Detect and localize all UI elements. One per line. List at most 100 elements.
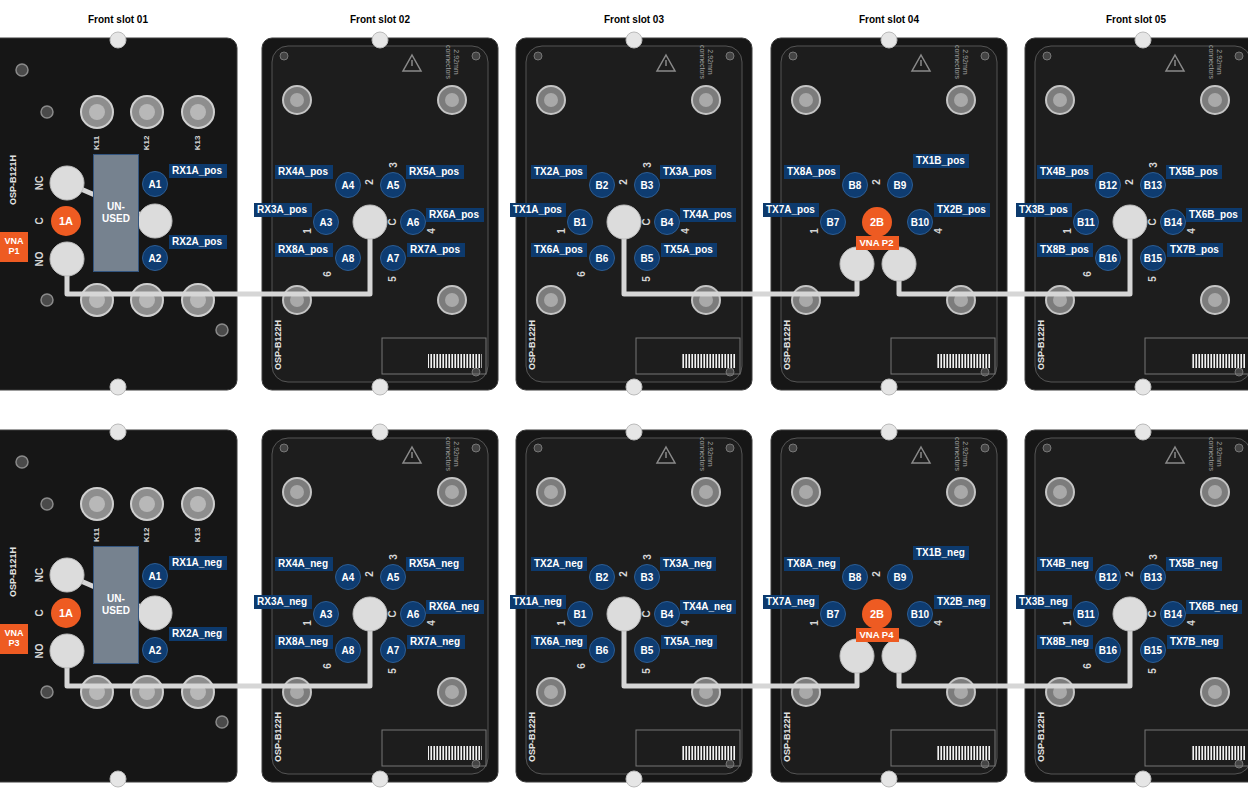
signal-label: TX4A_neg [680,600,736,614]
node-text: 1A [59,607,73,619]
port-circle: B7 [820,209,846,235]
vna-port-circle: 2B [862,207,892,237]
relay-cap [81,96,113,128]
fixing-screw-head [799,93,813,107]
connector-port [138,596,172,630]
node-text: B4 [661,609,674,620]
fixing-screw [1046,678,1074,706]
warning-triangle [657,447,675,463]
unused-block: UN-USED [93,546,139,664]
panel-marking: 3 [389,162,399,168]
warning-triangle [403,55,421,71]
small-screw [981,444,989,452]
panel-marking: 5 [642,668,652,674]
relay-marking: K13 [194,528,202,543]
fixing-screw [947,678,975,706]
signal-label: TX8A_pos [784,165,840,179]
barcode [428,746,482,760]
connector-port [882,639,916,673]
signal-label: TX5B_neg [1166,557,1222,571]
port-circle: B1 [567,209,593,235]
signal-label: TX4B_pos [1037,165,1093,179]
signal-label: TX2A_neg [531,557,587,571]
warning-triangle [657,55,675,71]
slot-heading: Front slot 01 [88,15,148,25]
warning-mark [920,60,922,66]
port-circle: A5 [380,172,406,198]
fixing-screw [792,678,820,706]
panel-marking: 1 [810,620,820,626]
connector-port [353,597,387,631]
node-text: TX4A_neg [683,601,732,612]
small-screw [726,444,734,452]
panel-marking: C [1148,218,1158,225]
signal-label: RX8A_pos [275,243,333,257]
port-circle: A4 [335,172,361,198]
model-number: OSP-B121H [9,547,18,597]
small-screw [981,368,989,376]
panel-marking: 2 [365,179,375,185]
node-text: B8 [849,572,862,583]
connector-port [840,247,874,281]
signal-label: RX5A_pos [406,165,464,179]
node-text: B7 [827,609,840,620]
connector-port [50,166,84,200]
type-sticker [1145,730,1248,766]
node-text: TX4A_pos [683,209,732,220]
small-screw [1235,52,1243,60]
node-text: RX2A_pos [172,236,222,247]
signal-label: RX6A_pos [426,208,484,222]
node-text: RX1A_pos [172,165,222,176]
mounting-hole [881,32,897,48]
relay-cap-center [139,496,155,512]
signal-label: RX4A_pos [275,165,333,179]
panel-marking: 5 [1148,668,1158,674]
small-screw [726,52,734,60]
screw [41,686,53,698]
node-text: TX4B_neg [1040,558,1089,569]
node-text: TX2B_neg [937,596,986,607]
fixing-screw [792,286,820,314]
port-circle: B6 [589,245,615,271]
node-text: A4 [342,180,355,191]
node-text: B3 [641,572,654,583]
relay-cap [182,488,214,520]
model-number: OSP-B122H [528,712,537,762]
fixing-screw [692,478,720,506]
relay-cap-center [190,104,206,120]
panel-marking: 1 [1063,228,1073,234]
connector-note: 2.92mm connectors [444,42,459,82]
vna-port-circle: 2B [862,599,892,629]
model-number: OSP-B122H [274,712,283,762]
fixing-screw-head [799,485,813,499]
node-text: TX8B_neg [1040,636,1089,647]
signal-label: TX8B_pos [1037,243,1093,257]
fixing-screw [283,678,311,706]
node-text: B6 [596,253,609,264]
node-text: B9 [894,572,907,583]
node-text: TX7A_pos [766,204,815,215]
panel-marking: 6 [577,271,587,277]
node-text: TX3B_neg [1019,596,1068,607]
small-screw [472,52,480,60]
port-circle: B5 [634,245,660,271]
mounting-hole [110,424,126,440]
signal-label: TX5A_neg [661,635,717,649]
node-text: B11 [1077,609,1095,620]
node-text: B15 [1144,253,1162,264]
node-text: B14 [1164,609,1182,620]
fixing-screw [283,86,311,114]
relay-cap [81,284,113,316]
node-text: B16 [1099,253,1117,264]
node-text: B5 [641,645,654,656]
fixing-screw-head [1053,93,1067,107]
mounting-hole [626,424,642,440]
port-circle: B4 [654,601,680,627]
signal-label: RX3A_pos [254,203,312,217]
panel-marking: C [1148,610,1158,617]
signal-label: TX1B_pos [913,154,969,168]
panel-marking: 2 [1125,571,1135,577]
signal-label: TX3B_neg [1016,595,1072,609]
relay-plate [0,38,237,390]
relay-cap [131,96,163,128]
